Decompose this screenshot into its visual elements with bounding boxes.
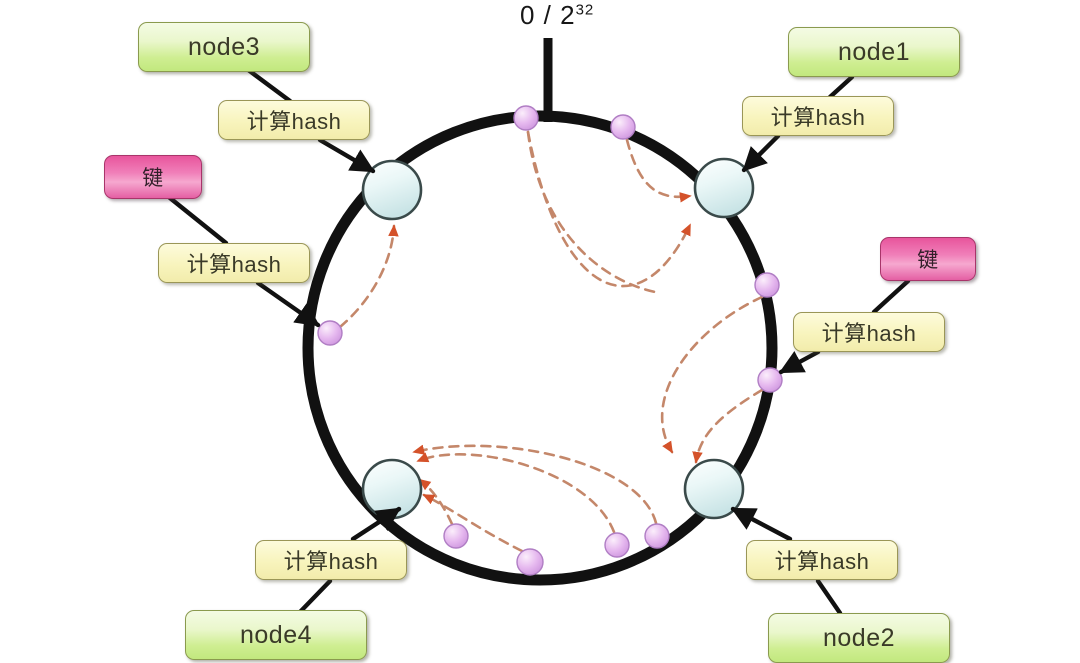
key-dot-right-1 bbox=[754, 272, 780, 298]
curve-keydot-top1-to-node1 bbox=[526, 130, 657, 294]
arrow-node3-to-hash bbox=[244, 66, 293, 104]
arrow-hash-to-node2 bbox=[730, 506, 793, 542]
key-box-right-label: 键 bbox=[917, 249, 939, 272]
node-box-node2[interactable]: node2 bbox=[768, 613, 950, 663]
curve-keydot-right2-to-node2 bbox=[692, 388, 764, 464]
node2-point bbox=[683, 458, 745, 520]
key-dot-bottom-1 bbox=[443, 523, 469, 549]
node-box-node1[interactable]: node1 bbox=[788, 27, 960, 77]
node3-point bbox=[361, 159, 423, 221]
key-dot-bottom-3 bbox=[604, 532, 630, 558]
node-box-node1-label: node1 bbox=[837, 37, 911, 66]
hash-box-node4-label: 计算hash bbox=[283, 549, 379, 574]
hash-box-node3-label: 计算hash bbox=[246, 109, 342, 134]
key-dot-bottom-4 bbox=[644, 523, 670, 549]
key-box-left-label: 键 bbox=[142, 167, 164, 190]
key-dot-top-2 bbox=[610, 114, 636, 140]
arrow-hash-to-node4 bbox=[350, 506, 402, 542]
node-box-node4[interactable]: node4 bbox=[185, 610, 367, 660]
hash-box-key-right[interactable]: 计算hash bbox=[793, 312, 945, 352]
curve-keydot-right1-to-node2 bbox=[660, 295, 764, 454]
curve-keydot-bottom4-to-node4 bbox=[412, 444, 658, 525]
ring-origin-value: 0 / 2 bbox=[520, 0, 576, 30]
node1-point bbox=[693, 157, 755, 219]
hash-box-node1[interactable]: 计算hash bbox=[742, 96, 894, 136]
arrow-hash-to-node1 bbox=[741, 133, 781, 173]
hash-box-key-right-label: 计算hash bbox=[821, 321, 917, 346]
ring-origin-exponent: 32 bbox=[575, 1, 595, 19]
hash-box-node4[interactable]: 计算hash bbox=[255, 540, 407, 580]
hash-box-node2[interactable]: 计算hash bbox=[746, 540, 898, 580]
ring-origin-label: 0 / 232 bbox=[520, 0, 594, 31]
arrow-hash-to-node3 bbox=[317, 137, 376, 174]
key-dot-top-1 bbox=[513, 105, 539, 131]
hash-box-node1-label: 计算hash bbox=[770, 105, 866, 130]
arrow-keyleft-to-hash bbox=[167, 195, 229, 246]
hash-box-key-left[interactable]: 计算hash bbox=[158, 243, 310, 283]
arrow-hash-to-keydot-left bbox=[255, 280, 321, 328]
arrow-node4-to-hash bbox=[297, 578, 333, 615]
arrow-node2-to-hash bbox=[815, 578, 843, 616]
node-box-node2-label: node2 bbox=[822, 623, 896, 652]
key-dot-bottom-2 bbox=[516, 548, 544, 576]
curve-keydot-top1-to-node1b bbox=[526, 130, 692, 288]
arrow-keyright-to-hash bbox=[871, 278, 911, 315]
ring-key-dots bbox=[317, 105, 783, 576]
key-box-right[interactable]: 键 bbox=[880, 237, 976, 281]
curve-keydot-bottom3-to-node4 bbox=[416, 452, 616, 534]
key-dot-left-1 bbox=[317, 320, 343, 346]
node-box-node3-label: node3 bbox=[187, 32, 261, 61]
arrow-node1-to-hash bbox=[827, 74, 855, 100]
label-connector-arrows bbox=[167, 66, 911, 616]
node-box-node3[interactable]: node3 bbox=[138, 22, 310, 72]
ring-node-circles bbox=[361, 157, 755, 520]
node-box-node4-label: node4 bbox=[239, 620, 313, 649]
curve-keydot-top2-to-node1 bbox=[625, 138, 692, 203]
hash-ring-circle bbox=[302, 110, 778, 586]
arrow-hash-to-keydot-right bbox=[778, 349, 821, 375]
key-routing-curves bbox=[338, 130, 764, 553]
key-box-left[interactable]: 键 bbox=[104, 155, 202, 199]
key-dot-right-2 bbox=[757, 367, 783, 393]
curve-keydot-bottom2-to-node4 bbox=[422, 493, 524, 553]
hash-box-key-left-label: 计算hash bbox=[186, 252, 282, 277]
hash-box-node3[interactable]: 计算hash bbox=[218, 100, 370, 140]
curve-keydot-left1-to-node3 bbox=[338, 224, 399, 329]
hash-box-node2-label: 计算hash bbox=[774, 549, 870, 574]
node4-point bbox=[361, 458, 423, 520]
